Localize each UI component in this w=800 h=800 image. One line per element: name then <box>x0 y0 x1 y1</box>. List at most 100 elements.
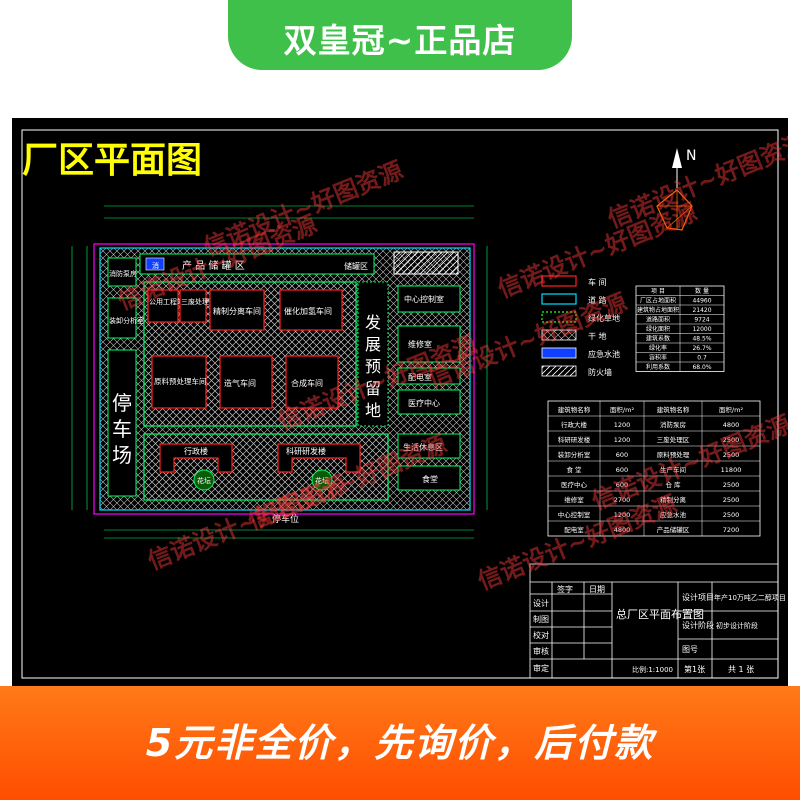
site-boundary <box>93 243 475 515</box>
garden-right <box>311 469 333 491</box>
watermark-2: 信诺设计~好图资源 <box>200 156 407 261</box>
cad-drawing: 厂区平面图 N 消 产 品 储 罐 区 储罐区 消防泵房 装卸分析室 停 车 场… <box>12 118 788 686</box>
stats-cell: 道路面积 <box>646 315 670 323</box>
stats-cell: 建筑系数 <box>646 334 670 342</box>
oxidation-label: 造气车间 <box>224 378 256 388</box>
area-cell: 产品储罐区 <box>657 525 690 534</box>
area-cell: 建筑物名称 <box>558 405 591 414</box>
area-cell: 医疗中心 <box>561 480 588 489</box>
refine-label: 精制分离车间 <box>213 306 261 316</box>
medical-label: 医疗中心 <box>408 398 440 408</box>
lab-building <box>277 443 361 473</box>
stats-cell: 厂区占地面积 <box>640 296 676 304</box>
area-cell: 仓 库 <box>665 480 681 489</box>
stats-cell: 利用系数 <box>646 363 670 371</box>
title-block <box>529 563 779 679</box>
watermark-4: 信诺设计~好图资源 <box>494 198 701 303</box>
hydro-label: 催化加氢车间 <box>284 306 332 316</box>
stats-cell: 21420 <box>692 307 711 314</box>
stats-cell: 数 量 <box>695 287 709 295</box>
area-cell: 2700 <box>614 496 631 504</box>
north-label: N <box>686 148 696 164</box>
legend-label-3: 干 地 <box>588 331 607 341</box>
firewall-zone <box>393 251 459 275</box>
development-reserve <box>357 281 389 427</box>
svg-text:留: 留 <box>365 379 381 398</box>
svg-text:车: 车 <box>112 417 132 441</box>
gate-label: 停车位 <box>272 513 299 525</box>
area-cell: 4800 <box>614 526 631 534</box>
synthesis-workshop <box>285 355 339 409</box>
area-cell: 行政大楼 <box>561 420 588 429</box>
area-cell: 食 堂 <box>566 465 582 474</box>
area-cell: 2500 <box>723 436 740 444</box>
shop-title: 双皇冠~正品店 <box>283 21 517 60</box>
stats-cell: 绿化面积 <box>646 325 670 333</box>
stats-cell: 12000 <box>692 326 711 333</box>
fire-pump-house <box>107 257 137 287</box>
loading-label: 装卸分析室 <box>109 316 144 325</box>
area-cell: 应急水池 <box>660 510 687 519</box>
tb-number-label: 图号 <box>682 645 698 654</box>
legend: 车 间 道 路 绿化草地 干 地 应急水池 防火墙 <box>541 275 620 377</box>
oxidation-workshop <box>219 355 273 409</box>
garden-left-label: 花坛 <box>197 476 211 485</box>
area-cell: 生产车间 <box>660 465 686 474</box>
area-cell: 中心控制室 <box>558 510 591 519</box>
shop-badge <box>228 0 572 70</box>
area-cell: 4800 <box>723 421 740 429</box>
area-cell: 600 <box>616 451 628 459</box>
medical-center <box>397 389 461 415</box>
stats-cell: 容积率 <box>649 353 667 361</box>
control-room <box>397 285 461 313</box>
pretreatment-workshop <box>151 355 207 409</box>
area-cell: 2500 <box>723 511 740 519</box>
legend-label-1: 道 路 <box>588 295 607 305</box>
area-cell: 维修室 <box>564 495 584 504</box>
area-cell: 建筑物名称 <box>657 405 690 414</box>
tb-total: 共 1 张 <box>728 665 754 674</box>
svg-text:发: 发 <box>365 313 381 332</box>
tb-role-4: 审定 <box>533 663 549 673</box>
area-cell: 2500 <box>723 496 740 504</box>
svg-text:展: 展 <box>365 335 381 354</box>
svg-text:停: 停 <box>112 391 132 415</box>
tb-role-1: 制图 <box>533 614 549 624</box>
control-label: 中心控制室 <box>404 294 444 304</box>
living-area <box>397 433 461 459</box>
garden-right-label: 花坛 <box>315 476 329 485</box>
bottom-banner <box>0 686 800 800</box>
area-cell: 1200 <box>614 421 631 429</box>
tb-scale: 比例:1:1000 <box>632 665 673 674</box>
area-cell: 7200 <box>723 526 740 534</box>
area-cell: 配电室 <box>564 525 584 534</box>
synthesis-label: 合成车间 <box>291 378 323 388</box>
stats-cell: 26.7% <box>692 345 711 352</box>
area-cell: 600 <box>616 466 628 474</box>
stats-cell: 0.7 <box>697 354 707 361</box>
waste-treat-label: 三废处理区 <box>181 297 216 306</box>
stats-cell: 44960 <box>692 297 711 304</box>
svg-text:地: 地 <box>365 401 381 420</box>
stats-cell: 项 目 <box>651 288 665 295</box>
product-tank-label: 产 品 储 罐 区 <box>182 259 245 272</box>
title-block-text: 签字 日期 设计 制图 校对 审核 审定 总厂区平面布置图 设计项目 年产10万… <box>533 584 786 674</box>
power-label: 配电室 <box>408 372 432 382</box>
tb-stage-value: 初步设计阶段 <box>716 621 758 630</box>
tb-drawing-name: 总厂区平面布置图 <box>616 607 704 621</box>
drawing-frame <box>21 129 779 679</box>
hydrogenation-workshop <box>279 289 343 331</box>
area-cell: 2500 <box>723 481 740 489</box>
lab-label: 科研研发楼 <box>286 446 326 456</box>
legend-label-5: 防火墙 <box>588 367 612 377</box>
tb-project-value: 年产10万吨乙二醇项目 <box>714 593 786 602</box>
stats-cell: 9724 <box>694 316 709 323</box>
stats-cell: 68.0% <box>692 364 711 371</box>
parking-lot <box>107 349 137 497</box>
canteen <box>397 465 461 491</box>
pretreat-label: 原料预处理车间 <box>154 376 207 386</box>
loading-analysis-room <box>107 297 137 339</box>
svg-text:预: 预 <box>365 357 381 376</box>
